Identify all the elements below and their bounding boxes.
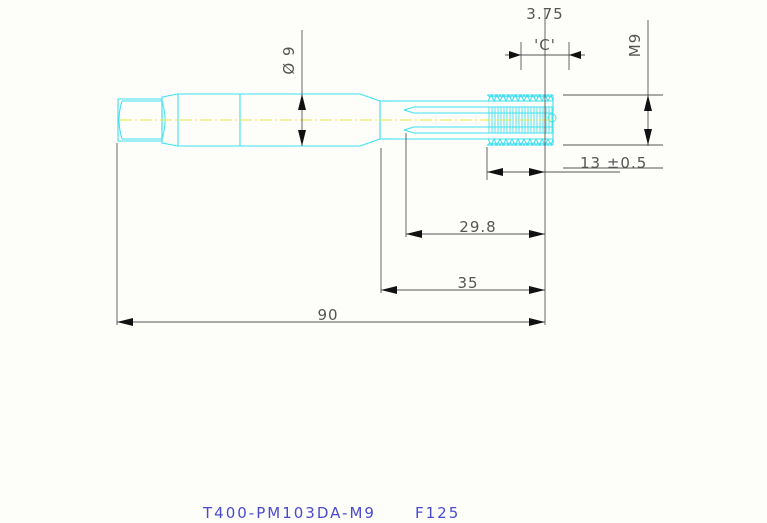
thread-teeth-lower (487, 137, 554, 147)
dim-label-29-8: 29.8 (459, 218, 496, 236)
dim-label-detail-c: 'C' (534, 36, 556, 54)
dim-label-35: 35 (457, 274, 478, 292)
dim-label-shank-diameter: Ø 9 (280, 45, 298, 74)
arrow-29-8-left (406, 230, 422, 238)
dimension-lines (116, 8, 663, 326)
arrow-m9-bottom (644, 129, 652, 145)
tap-tip-end (547, 95, 557, 145)
thread-teeth-upper (487, 93, 554, 103)
arrow-35-right (529, 286, 545, 294)
dim-label-thread-length: 13 ±0.5 (580, 154, 647, 172)
arrow-29-8-right (529, 230, 545, 238)
arrow-35-left (381, 286, 397, 294)
arrow-90-right (529, 318, 545, 326)
dim-label-3-75: 3.75 (526, 5, 563, 23)
arrow-c-left (509, 51, 521, 59)
dim-label-overall-length: 90 (317, 306, 338, 324)
part-number-title: T400-PM103DA-M9 (202, 504, 376, 522)
flute-body (392, 100, 487, 140)
arrow-13-left (487, 168, 503, 176)
arrow-13-right (529, 168, 545, 176)
flute-groove-upper (403, 106, 487, 114)
arrow-dia9-top (298, 94, 306, 110)
arrow-90-left (117, 318, 133, 326)
arrow-dia9-bottom (298, 130, 306, 146)
arrow-c-right (569, 51, 581, 59)
arrow-m9-top (644, 95, 652, 111)
dim-label-thread-spec: M9 (626, 33, 644, 58)
part-code-title: F125 (415, 504, 460, 522)
flute-groove-lower (403, 126, 487, 134)
